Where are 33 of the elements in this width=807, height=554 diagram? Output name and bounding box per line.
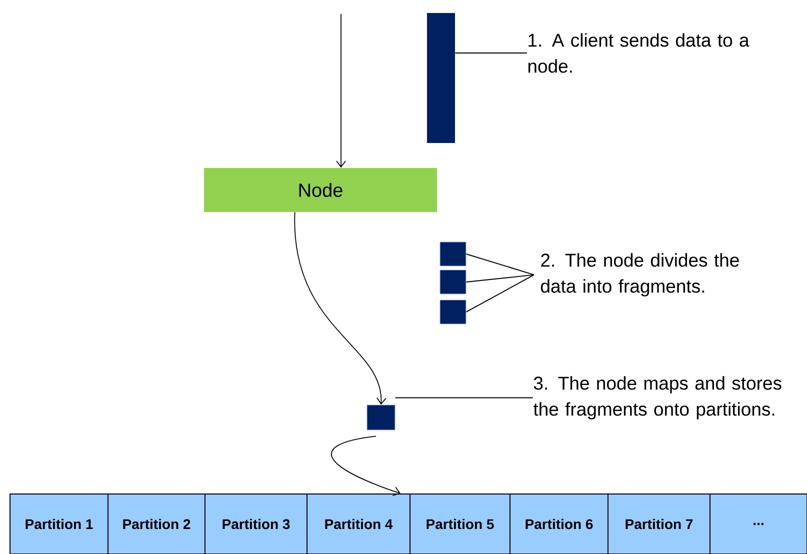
leader-line [454,52,528,54]
partition-cell: ... [710,493,807,554]
node-label: Partition 6 [526,518,593,530]
step-text: 1. A client sends data to a node. [528,33,750,73]
node-label: Partition 7 [626,518,693,530]
node-label: Partition 2 [123,518,190,530]
data-bar [427,13,455,143]
partition-cell: Partition 3 [204,493,308,554]
partition-cell: Partition 1 [10,493,108,554]
node-label: Partition 1 [26,518,93,530]
node-label: Partition 4 [325,518,393,530]
node-label: Partition 5 [426,518,494,530]
leader-line [466,274,534,312]
fragment-square [440,270,466,294]
leader-line [466,274,534,282]
fragment-square [440,242,466,266]
node-label: ... [754,522,764,526]
arrow [336,14,346,168]
partition-cell: Partition 7 [608,493,710,554]
curved-arrow [330,436,400,496]
partition-cell: Partition 4 [306,493,410,554]
partition-cell: Partition 2 [108,493,206,554]
step-text: 3. The node maps and stores the fragments onto partitions. [533,376,782,420]
curved-arrow [294,212,386,405]
fragment-square [366,404,396,430]
node-label: Partition 3 [222,518,290,530]
partition-cell: Partition 6 [510,493,608,554]
leader-line [394,397,534,398]
fragment-square [440,300,466,324]
node-box: Node [204,168,437,212]
partition-cell: Partition 5 [410,493,510,554]
step-text: 2. The node divides the data into fragments. [540,253,739,296]
leader-line [466,254,534,276]
